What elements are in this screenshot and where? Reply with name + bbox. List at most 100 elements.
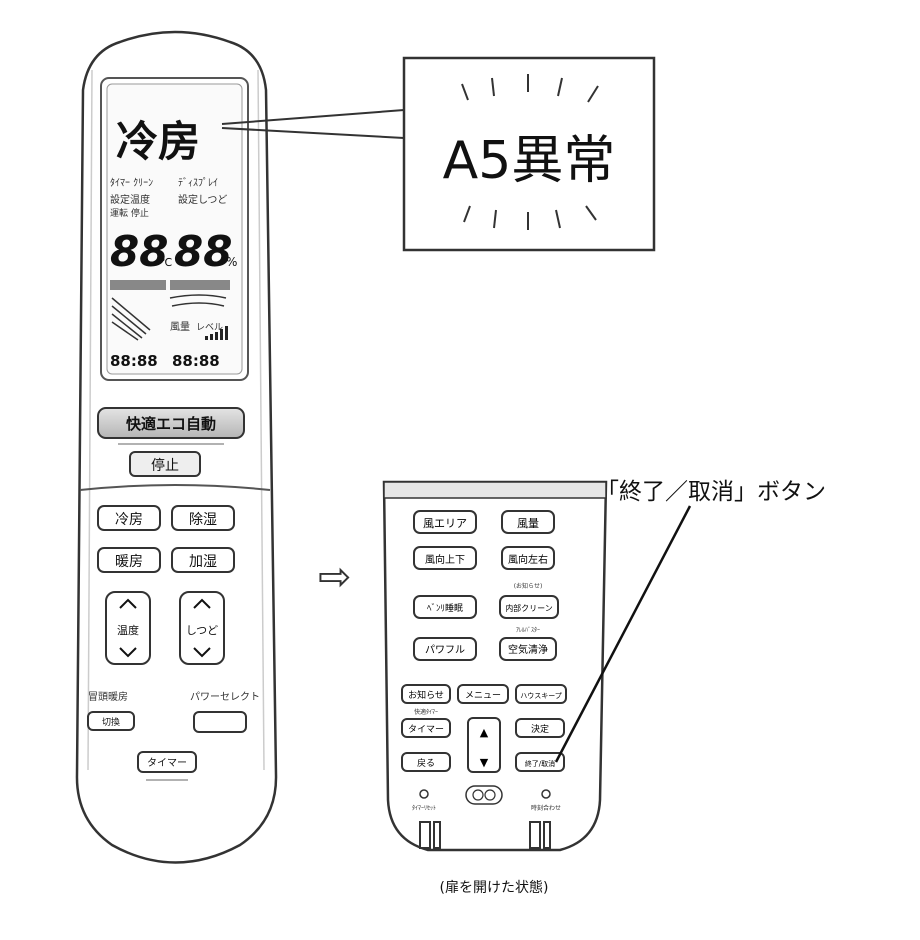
open-wind-updown-button[interactable]: 風向上下 (413, 546, 477, 570)
open-air-clean-label: 空気清浄 (508, 643, 548, 656)
open-updown-rocker[interactable]: ▲ ▼ (467, 717, 501, 773)
error-callout: A5異常 (221, 56, 656, 252)
end-cancel-annotation: 「終了／取消」ボタン (596, 479, 826, 505)
open-inner-clean-button[interactable]: 内部クリーン (499, 595, 559, 619)
open-ir-window-icon (465, 785, 503, 805)
open-clock-pinhole[interactable]: 時刻合わせ (531, 789, 561, 812)
remote-closed: 冷房 ﾀｲﾏｰ ｸﾘｰﾝ ﾃﾞｨｽﾌﾟﾚｲ 設定温度 設定しつど 運転 停止 8… (75, 30, 278, 864)
lcd-mode-text: 冷房 (116, 117, 200, 166)
humidity-label: しつど (186, 624, 218, 637)
heat-button[interactable]: 暖房 (97, 547, 161, 573)
open-end-cancel-button[interactable]: 終了/取消 (515, 752, 565, 772)
error-code-text: A5異常 (443, 131, 616, 191)
open-wind-leftright-label: 風向左右 (508, 553, 548, 566)
lcd-temp-unit: ℃ (160, 256, 172, 269)
lcd-bottom-right: 88:88 (172, 352, 220, 370)
lcd-hum-unit: % (226, 255, 237, 269)
blink-rays (461, 74, 599, 230)
open-air-clean-button[interactable]: 空気清浄 (499, 637, 557, 661)
lcd-temp-digits: 88 (110, 227, 168, 276)
remote-inner-edge (87, 69, 265, 771)
humidify-label: 加湿 (189, 554, 217, 570)
open-wind-leftright-button[interactable]: 風向左右 (501, 546, 555, 570)
transition-arrow-icon: ⇨ (318, 554, 352, 600)
lcd-set-temp-label: 設定温度 (110, 193, 150, 206)
power-select-label: パワーセレクト (190, 691, 260, 703)
open-notice-label: お知らせ (408, 689, 444, 701)
pre-heat-label: 冒頭暖房 (88, 690, 128, 703)
lcd-run-label: 運転 停止 (110, 207, 149, 219)
cool-button[interactable]: 冷房 (97, 505, 161, 531)
open-wind-area-button[interactable]: 風エリア (413, 510, 477, 534)
open-sleep-button[interactable]: ﾍﾞﾝﾘ睡眠 (413, 595, 477, 619)
open-notice-button[interactable]: お知らせ (401, 684, 451, 704)
lcd-hum-digits: 88 (174, 227, 232, 276)
humidify-button[interactable]: 加湿 (171, 547, 235, 573)
timer-label: タイマー (147, 757, 187, 769)
temperature-rocker[interactable]: 温度 (105, 591, 151, 665)
timer-button[interactable]: タイマー (137, 751, 197, 781)
heat-label: 暖房 (115, 554, 143, 570)
open-menu-label: メニュー (465, 691, 501, 701)
lcd-fan-label: 風量 (170, 321, 190, 333)
open-fan-amount-label: 風量 (517, 517, 539, 530)
open-sleep-label: ﾍﾞﾝﾘ睡眠 (427, 602, 463, 614)
open-end-cancel-label: 終了/取消 (525, 759, 555, 768)
open-decide-label: 決定 (531, 723, 549, 735)
lcd-screen: 冷房 ﾀｲﾏｰ ｸﾘｰﾝ ﾃﾞｨｽﾌﾟﾚｲ 設定温度 設定しつど 運転 停止 8… (100, 77, 249, 381)
open-back-label: 戻る (417, 757, 435, 769)
open-wind-area-label: 風エリア (423, 517, 467, 530)
dehumidify-button[interactable]: 除湿 (171, 505, 235, 531)
temp-down-icon[interactable] (119, 647, 137, 658)
open-down-arrow-icon[interactable]: ▼ (480, 756, 489, 769)
open-menu-button[interactable]: メニュー (457, 684, 509, 704)
hum-down-icon[interactable] (193, 647, 211, 658)
lcd-fan-level-bars (205, 326, 228, 340)
open-back-button[interactable]: 戻る (401, 752, 451, 772)
stop-button[interactable]: 停止 (129, 451, 201, 477)
lcd-bottom-left: 88:88 (110, 352, 158, 370)
open-inner-clean-label: 内部クリーン (505, 603, 553, 613)
eco-auto-button[interactable]: 快適エコ自動 (97, 407, 245, 445)
temperature-label: 温度 (117, 623, 139, 637)
open-timer-label: タイマー (408, 724, 444, 735)
remote-open: 風エリア 風量 風向上下 風向左右 (お知らせ) ﾍﾞﾝﾘ睡眠 内部クリーン ｱ… (382, 480, 608, 852)
open-clock-label: 時刻合わせ (531, 804, 561, 812)
eco-auto-label: 快適エコ自動 (126, 415, 216, 433)
open-help-label: ハウスキープ (520, 692, 562, 700)
open-label-above-air-clean: ｱﾚﾙﾊﾞｽﾀｰ (516, 627, 540, 634)
open-reset-label: ﾀｲﾏｰﾘｾｯﾄ (412, 805, 436, 812)
open-powerful-label: パワフル (425, 644, 465, 656)
callout-leader-bottom (221, 127, 405, 139)
switch-label: 切換 (102, 716, 120, 728)
hum-up-icon[interactable] (193, 598, 211, 609)
open-up-arrow-icon[interactable]: ▲ (480, 726, 489, 739)
lcd-louver-graphic (110, 280, 230, 341)
open-remote-top-band (383, 481, 607, 499)
open-timer-button[interactable]: タイマー (401, 718, 451, 738)
lcd-set-hum-label: 設定しつど (178, 193, 227, 206)
lid-edge (79, 484, 271, 491)
annotation-leader-line (554, 505, 692, 763)
lcd-fan-sub: レベル (196, 323, 223, 333)
open-help-button[interactable]: ハウスキープ (515, 684, 567, 704)
cool-label: 冷房 (115, 512, 143, 528)
open-wind-updown-label: 風向上下 (425, 553, 465, 566)
stop-label: 停止 (151, 457, 179, 474)
lcd-row1-left: ﾀｲﾏｰ ｸﾘｰﾝ (110, 177, 153, 189)
open-label-above-timer: 快適ﾀｲﾏｰ (414, 708, 438, 716)
lcd-row1-right: ﾃﾞｨｽﾌﾟﾚｲ (178, 177, 218, 189)
switch-button[interactable]: 切換 (87, 711, 135, 731)
open-decide-button[interactable]: 決定 (515, 718, 565, 738)
open-label-above-inner-clean: (お知らせ) (514, 582, 543, 590)
callout-leader-top (221, 109, 405, 125)
open-battery-latches (419, 821, 551, 849)
open-reset-pinhole[interactable]: ﾀｲﾏｰﾘｾｯﾄ (412, 789, 436, 812)
dehumidify-label: 除湿 (189, 512, 217, 528)
humidity-rocker[interactable]: しつど (179, 591, 225, 665)
open-powerful-button[interactable]: パワフル (413, 637, 477, 661)
open-fan-amount-button[interactable]: 風量 (501, 510, 555, 534)
temp-up-icon[interactable] (119, 598, 137, 609)
power-select-button[interactable] (193, 711, 247, 733)
